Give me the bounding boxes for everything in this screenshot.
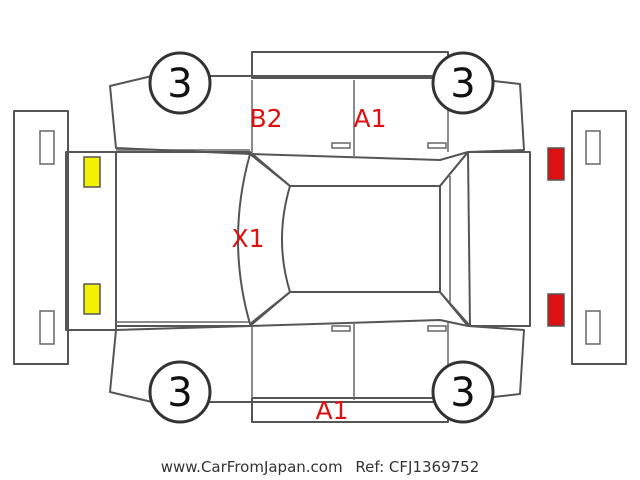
footer-site: www.CarFromJapan.com	[160, 458, 343, 476]
wheel-rear-left-score: 3	[167, 370, 192, 416]
car-body-top	[65, 149, 531, 331]
wheel-rear-right: 3	[431, 360, 495, 424]
damage-mark-bottom-rocker: A1	[315, 396, 348, 425]
damage-mark-door-upper-front: B2	[249, 104, 282, 133]
wheel-front-left: 3	[148, 51, 212, 115]
wheel-rear-right-score: 3	[450, 370, 475, 416]
car-side-upper	[109, 51, 525, 161]
wheel-front-left-score: 3	[167, 61, 192, 107]
footer-ref: Ref: CFJ1369752	[355, 458, 480, 476]
footer: www.CarFromJapan.com Ref: CFJ1369752	[0, 458, 640, 476]
wheel-front-right-score: 3	[450, 61, 475, 107]
wheel-rear-left: 3	[148, 360, 212, 424]
taillight-top	[547, 147, 565, 181]
rear-bumper	[571, 110, 627, 365]
wheel-front-right: 3	[431, 51, 495, 115]
damage-mark-door-upper-rear: A1	[353, 104, 386, 133]
front-bumper	[13, 110, 69, 365]
car-side-lower	[109, 319, 525, 423]
taillight-bottom	[547, 293, 565, 327]
headlight-bottom	[83, 283, 101, 315]
headlight-top	[83, 156, 101, 188]
damage-mark-roof: X1	[231, 224, 264, 253]
